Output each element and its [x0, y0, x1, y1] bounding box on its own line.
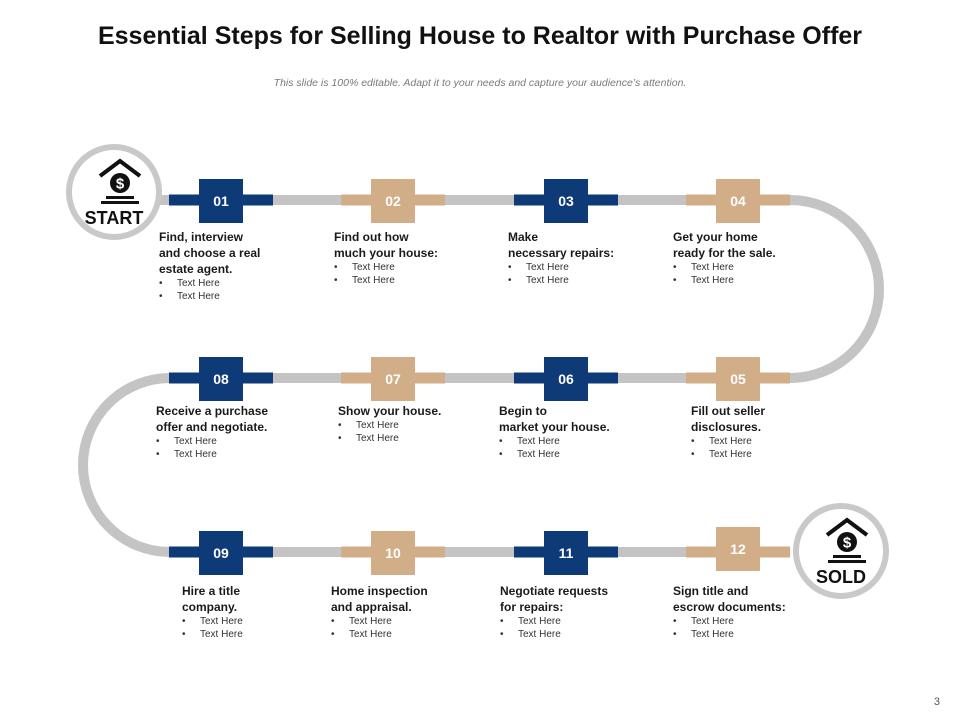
step-number-01: 01	[199, 179, 243, 223]
step-number-06: 06	[544, 357, 588, 401]
connector-bar	[588, 372, 618, 384]
bullet-item: Text Here	[691, 435, 841, 448]
connector-bar	[169, 372, 199, 384]
step-number-07: 07	[371, 357, 415, 401]
step-heading: Home inspection and appraisal.	[331, 584, 428, 614]
bullet-item: Text Here	[159, 277, 309, 290]
step-number-02: 02	[371, 179, 415, 223]
connector-bar	[588, 194, 618, 206]
connector-bar	[415, 372, 445, 384]
step-text-03: Make necessary repairs: Text HereText He…	[508, 229, 658, 287]
connector-bar	[243, 372, 273, 384]
connector-bar	[415, 546, 445, 558]
step-heading: Find, interview and choose a real estate…	[159, 230, 261, 276]
connector-bar	[169, 194, 199, 206]
page-number: 3	[933, 696, 940, 708]
bullet-item: Text Here	[673, 615, 823, 628]
step-text-01: Find, interview and choose a real estate…	[159, 229, 309, 303]
bullet-item: Text Here	[331, 615, 481, 628]
start-label: START	[84, 208, 144, 228]
step-heading: Make necessary repairs:	[508, 230, 615, 260]
connector-bar	[760, 194, 790, 206]
bullet-item: Text Here	[334, 261, 484, 274]
connector-bar	[243, 194, 273, 206]
bullet-item: Text Here	[182, 615, 332, 628]
step-text-12: Sign title and escrow documents: Text He…	[673, 583, 823, 641]
bullet-item: Text Here	[182, 628, 332, 641]
step-text-09: Hire a title company. Text HereText Here	[182, 583, 332, 641]
connector-bar	[760, 372, 790, 384]
bullet-item: Text Here	[338, 432, 488, 445]
step-text-11: Negotiate requests for repairs: Text Her…	[500, 583, 650, 641]
step-text-04: Get your home ready for the sale. Text H…	[673, 229, 823, 287]
step-text-05: Fill out seller disclosures. Text HereTe…	[691, 403, 841, 461]
connector-bar	[243, 546, 273, 558]
step-heading: Get your home ready for the sale.	[673, 230, 776, 260]
step-number-05: 05	[716, 357, 760, 401]
bullet-item: Text Here	[673, 628, 823, 641]
house-dollar-icon: $	[98, 158, 142, 204]
bullet-item: Text Here	[499, 448, 649, 461]
slide-title: Essential Steps for Selling House to Rea…	[97, 22, 863, 50]
connector-bar	[169, 546, 199, 558]
bullet-item: Text Here	[673, 274, 823, 287]
start-medallion: $ START	[66, 144, 162, 240]
bullet-item: Text Here	[499, 435, 649, 448]
connector-bar	[686, 372, 716, 384]
bullet-item: Text Here	[500, 615, 650, 628]
step-number-09: 09	[199, 531, 243, 575]
connector-bar	[514, 194, 544, 206]
step-number-03: 03	[544, 179, 588, 223]
step-text-10: Home inspection and appraisal. Text Here…	[331, 583, 481, 641]
connector-bar	[514, 546, 544, 558]
bullet-item: Text Here	[500, 628, 650, 641]
sold-label: SOLD	[815, 567, 866, 587]
svg-text:$: $	[843, 535, 852, 552]
step-heading: Hire a title company.	[182, 584, 241, 614]
step-text-07: Show your house. Text HereText Here	[338, 403, 488, 445]
svg-text:$: $	[116, 176, 125, 193]
bullet-item: Text Here	[334, 274, 484, 287]
connector-bar	[686, 194, 716, 206]
step-text-08: Receive a purchase offer and negotiate. …	[156, 403, 306, 461]
step-heading: Begin to market your house.	[499, 404, 610, 434]
step-heading: Find out how much your house:	[334, 230, 439, 260]
step-text-02: Find out how much your house: Text HereT…	[334, 229, 484, 287]
bullet-item: Text Here	[156, 435, 306, 448]
connector-bar	[341, 546, 371, 558]
step-number-11: 11	[544, 531, 588, 575]
step-text-06: Begin to market your house. Text HereTex…	[499, 403, 649, 461]
connector-bar	[514, 372, 544, 384]
bullet-item: Text Here	[691, 448, 841, 461]
bullet-item: Text Here	[673, 261, 823, 274]
bullet-item: Text Here	[331, 628, 481, 641]
connector-bar	[686, 546, 716, 558]
step-number-12: 12	[716, 527, 760, 571]
step-heading: Receive a purchase offer and negotiate.	[156, 404, 269, 434]
bullet-item: Text Here	[508, 261, 658, 274]
bullet-item: Text Here	[159, 290, 309, 303]
connector-bar	[341, 194, 371, 206]
connector-bar	[415, 194, 445, 206]
bullet-item: Text Here	[338, 419, 488, 432]
step-number-08: 08	[199, 357, 243, 401]
connector-bar	[341, 372, 371, 384]
house-dollar-icon: $	[825, 517, 869, 563]
step-heading: Fill out seller disclosures.	[691, 404, 766, 434]
sold-medallion: $ SOLD	[793, 503, 889, 599]
connector-bar	[588, 546, 618, 558]
step-number-10: 10	[371, 531, 415, 575]
step-heading: Negotiate requests for repairs:	[500, 584, 609, 614]
bullet-item: Text Here	[156, 448, 306, 461]
step-number-04: 04	[716, 179, 760, 223]
connector-bar	[760, 546, 790, 558]
track-connectors	[169, 194, 790, 558]
bullet-item: Text Here	[508, 274, 658, 287]
step-heading: Show your house.	[338, 404, 442, 418]
slide-subtitle: This slide is 100% editable. Adapt it to…	[273, 77, 687, 89]
step-heading: Sign title and escrow documents:	[673, 584, 786, 614]
